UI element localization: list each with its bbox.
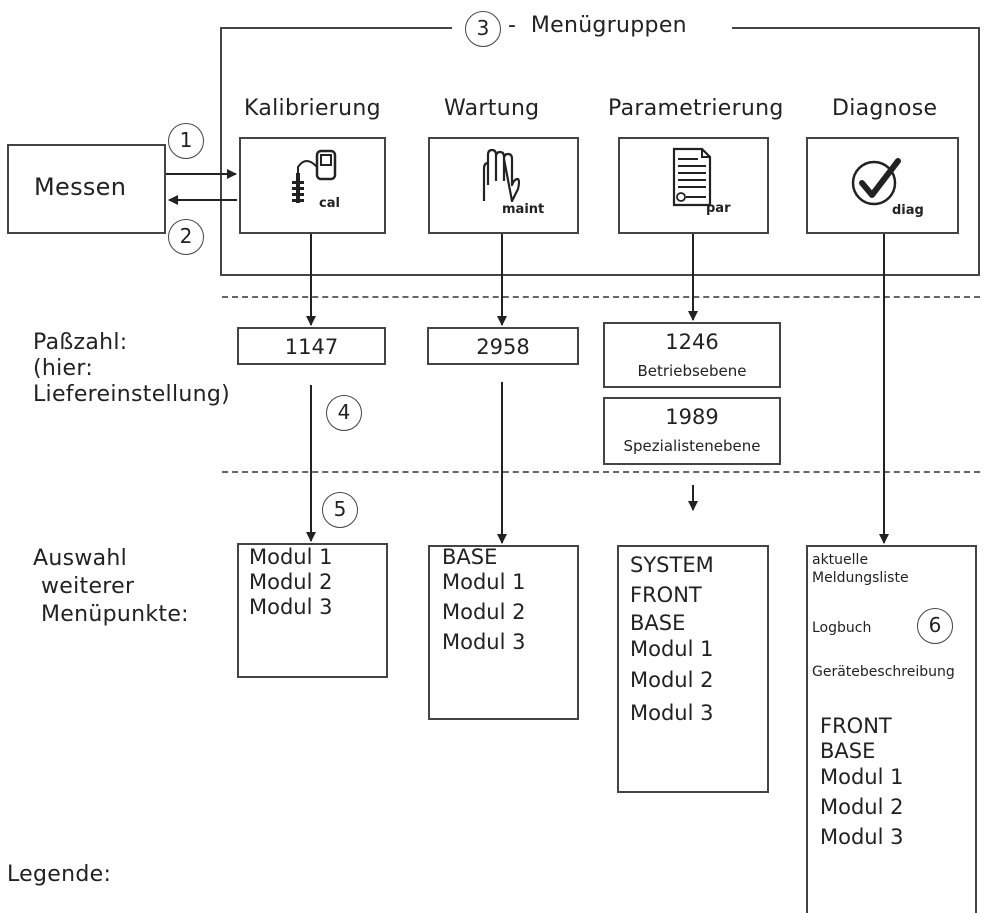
maint-menu-box[interactable]: maint bbox=[428, 137, 579, 234]
badge-6: 6 bbox=[917, 608, 953, 644]
badge-2: 2 bbox=[168, 219, 204, 255]
cal-item[interactable]: Modul 3 bbox=[249, 595, 333, 619]
par-item[interactable]: BASE bbox=[630, 611, 686, 635]
maint-icon-label: maint bbox=[502, 202, 545, 217]
separator-bottom bbox=[222, 471, 980, 473]
cal-item[interactable]: Modul 1 bbox=[249, 545, 333, 569]
maint-item[interactable]: BASE bbox=[442, 545, 498, 569]
badge-5: 5 bbox=[322, 492, 358, 528]
maint-item[interactable]: Modul 3 bbox=[442, 630, 526, 654]
badge-4: 4 bbox=[326, 395, 362, 431]
maint-items-box: BASE Modul 1 Modul 2 Modul 3 bbox=[428, 545, 579, 720]
messen-label: Messen bbox=[34, 173, 127, 201]
cal-item[interactable]: Modul 2 bbox=[249, 570, 333, 594]
passcode-specialist: 1989 bbox=[665, 405, 719, 429]
separator-top bbox=[222, 296, 980, 298]
passcode-cal: 1147 bbox=[284, 335, 339, 359]
legend-label: Legende: bbox=[7, 862, 112, 887]
heading-wartung: Wartung bbox=[444, 96, 540, 121]
par-item[interactable]: Modul 1 bbox=[630, 637, 714, 661]
maint-item[interactable]: Modul 1 bbox=[442, 570, 526, 594]
diag-item[interactable]: Logbuch bbox=[812, 620, 872, 636]
cal-icon-label: cal bbox=[319, 196, 340, 211]
maint-item[interactable]: Modul 2 bbox=[442, 600, 526, 624]
diag-module-item[interactable]: Modul 3 bbox=[820, 825, 904, 849]
diag-module-item[interactable]: BASE bbox=[820, 739, 876, 763]
passcode-operator: 1246 bbox=[665, 330, 719, 354]
calibration-probe-icon bbox=[292, 149, 337, 203]
par-item[interactable]: Modul 2 bbox=[630, 668, 714, 692]
diag-module-item[interactable]: Modul 1 bbox=[820, 765, 904, 789]
passcode-specialist-box: 1989 Spezialistenebene bbox=[603, 397, 781, 465]
document-icon bbox=[672, 147, 712, 207]
cal-items-box: Modul 1 Modul 2 Modul 3 bbox=[237, 543, 388, 678]
passcode-operator-box: 1246 Betriebsebene bbox=[603, 322, 781, 388]
menu-groups-title: - Menügruppen bbox=[508, 13, 687, 38]
passcode-label-2: (hier: bbox=[33, 356, 94, 381]
diag-menu-box[interactable]: diag bbox=[806, 137, 959, 234]
par-item[interactable]: SYSTEM bbox=[630, 553, 714, 577]
passcode-specialist-label: Spezialistenebene bbox=[623, 437, 761, 455]
heading-diagnose: Diagnose bbox=[832, 96, 938, 121]
hand-icon bbox=[482, 148, 521, 203]
badge-1: 1 bbox=[168, 123, 204, 159]
checkmark-icon bbox=[851, 158, 901, 206]
selection-label-3: Menüpunkte: bbox=[41, 602, 189, 627]
passcode-label-1: Paßzahl: bbox=[33, 330, 128, 355]
selection-label-2: weiterer bbox=[41, 574, 135, 599]
diag-module-item[interactable]: FRONT bbox=[820, 714, 892, 738]
par-items-box: SYSTEM FRONT BASE Modul 1 Modul 2 Modul … bbox=[617, 545, 769, 793]
diag-icon-label: diag bbox=[892, 203, 924, 218]
passcode-maint-box: 2958 bbox=[427, 327, 579, 365]
selection-label-1: Auswahl bbox=[33, 546, 128, 571]
par-icon-label: par bbox=[706, 201, 731, 216]
messen-box[interactable] bbox=[7, 144, 166, 234]
passcode-cal-box: 1147 bbox=[237, 327, 386, 365]
passcode-label-3: Liefereinstellung) bbox=[33, 382, 231, 407]
badge-3: 3 bbox=[465, 11, 501, 47]
passcode-maint: 2958 bbox=[476, 335, 530, 359]
diag-items-box: aktuelle Meldungsliste Logbuch Gerätebes… bbox=[806, 545, 977, 913]
diag-item[interactable]: aktuelle Meldungsliste bbox=[812, 552, 909, 586]
diag-item[interactable]: Gerätebeschreibung bbox=[812, 664, 955, 680]
passcode-operator-label: Betriebsebene bbox=[637, 362, 747, 380]
diag-module-item[interactable]: Modul 2 bbox=[820, 795, 904, 819]
par-item[interactable]: Modul 3 bbox=[630, 701, 714, 725]
par-item[interactable]: FRONT bbox=[630, 583, 702, 607]
par-menu-box[interactable]: par bbox=[618, 137, 769, 234]
heading-kalibrierung: Kalibrierung bbox=[244, 96, 381, 121]
heading-parametrierung: Parametrierung bbox=[608, 96, 784, 121]
cal-menu-box[interactable]: cal bbox=[239, 137, 386, 234]
